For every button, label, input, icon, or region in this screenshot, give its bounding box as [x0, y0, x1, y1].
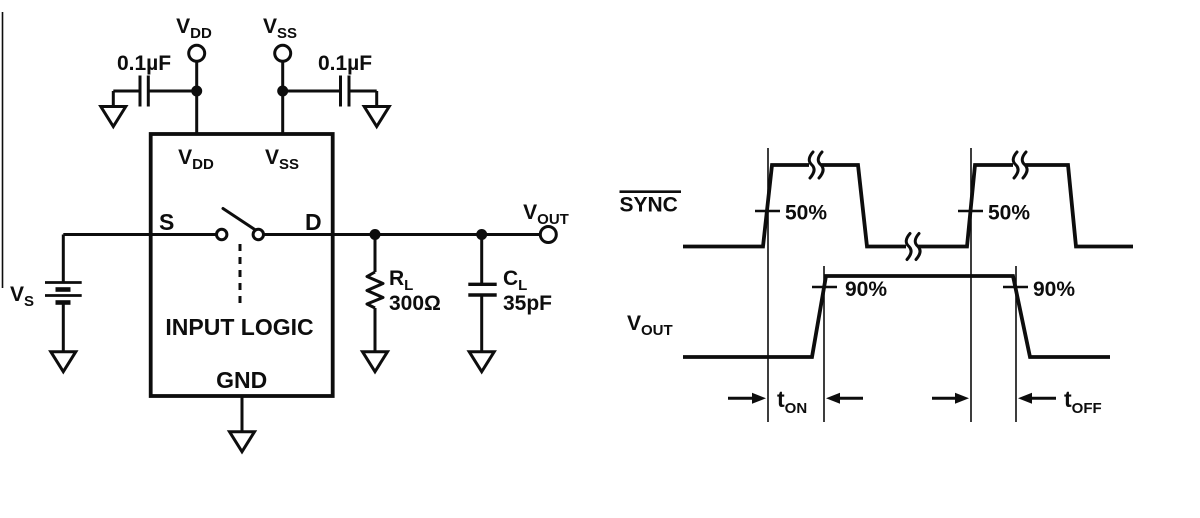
- vout-threshold-label-2: 90%: [1033, 278, 1075, 301]
- dut-box: VDD VSS S D INPUT LOGIC GND: [148, 132, 335, 398]
- vss-terminal-label: VSS: [263, 15, 297, 42]
- arrow-right-icon: [752, 392, 766, 404]
- sync-waveform: [683, 150, 1133, 261]
- rl-name: RL: [389, 267, 413, 294]
- vout-terminal-label: VOUT: [523, 201, 569, 228]
- vout-terminal: VOUT: [523, 201, 569, 244]
- vout-terminal-circle: [538, 225, 558, 244]
- arrow-right-icon: [955, 392, 969, 404]
- pin-vdd-label: VDD: [178, 146, 214, 173]
- vdd-supply-terminal: VDD: [176, 15, 212, 134]
- source-vs: VS: [10, 234, 82, 375]
- vout-threshold-label-1: 90%: [845, 278, 887, 301]
- vs-label: VS: [10, 283, 34, 310]
- cl-name: CL: [503, 267, 527, 294]
- vdd-terminal-label: VDD: [176, 15, 212, 42]
- waveform-break: [807, 150, 825, 180]
- waveform-break: [1011, 150, 1029, 180]
- load-capacitor: CL 35pF: [466, 234, 552, 375]
- toff-annotation: tOFF: [932, 386, 1102, 417]
- threshold-annotations: 50% 50% 90% 90%: [755, 202, 1075, 301]
- load-resistor: RL 300Ω: [359, 234, 441, 375]
- vss-supply-terminal: VSS: [263, 15, 297, 134]
- vout-label: VOUT: [627, 312, 673, 339]
- ton-annotation: tON: [728, 386, 863, 417]
- sync-label: SYNC: [619, 190, 681, 217]
- sync-threshold-label-2: 50%: [988, 202, 1030, 225]
- sync-label-text: SYNC: [620, 194, 678, 217]
- timing-marker-lines: [767, 148, 1017, 422]
- rl-value: 300Ω: [389, 292, 441, 315]
- vout-waveform: [683, 274, 1110, 359]
- bypass-cap-left: 0.1µF: [98, 52, 197, 130]
- bypass-cap-right: 0.1µF: [282, 52, 392, 130]
- ground-symbol: [98, 105, 129, 130]
- main-signal-wire: [63, 229, 541, 240]
- switch-lever: [221, 207, 257, 232]
- test-circuit: VDD VSS S D INPUT LOGIC GND VDD VSS 0.1µ…: [10, 15, 569, 455]
- waveform-break: [904, 232, 922, 261]
- pin-d-label: D: [305, 209, 322, 235]
- toff-label: tOFF: [1064, 386, 1102, 417]
- arrow-left-icon: [1018, 392, 1032, 404]
- switch-contact: [215, 227, 229, 242]
- ground-symbol: [466, 350, 497, 375]
- switch-symbol: [215, 207, 265, 308]
- vss-terminal-circle: [273, 43, 293, 63]
- gnd-lead: [226, 396, 258, 455]
- ground-symbol: [361, 105, 392, 130]
- vdd-terminal-circle: [187, 43, 207, 63]
- switch-contact: [251, 227, 265, 242]
- ground-symbol: [48, 350, 79, 375]
- pin-s-label: S: [159, 209, 174, 235]
- sync-threshold-label-1: 50%: [785, 202, 827, 225]
- ton-label: tON: [777, 386, 807, 417]
- ground-symbol: [226, 430, 258, 455]
- resistor-zigzag: [365, 270, 385, 310]
- timing-diagram: SYNC VOUT 50% 50% 90% 90% tON: [619, 148, 1133, 422]
- cl-value: 35pF: [503, 292, 552, 315]
- arrow-left-icon: [826, 392, 840, 404]
- input-logic-label: INPUT LOGIC: [165, 314, 313, 340]
- pin-vss-label: VSS: [265, 146, 299, 173]
- bypass-cap-right-value: 0.1µF: [318, 52, 372, 75]
- vout-label-text: VOUT: [627, 312, 673, 339]
- pin-gnd-label: GND: [216, 367, 267, 393]
- bypass-cap-left-value: 0.1µF: [117, 52, 171, 75]
- ground-symbol: [359, 350, 391, 375]
